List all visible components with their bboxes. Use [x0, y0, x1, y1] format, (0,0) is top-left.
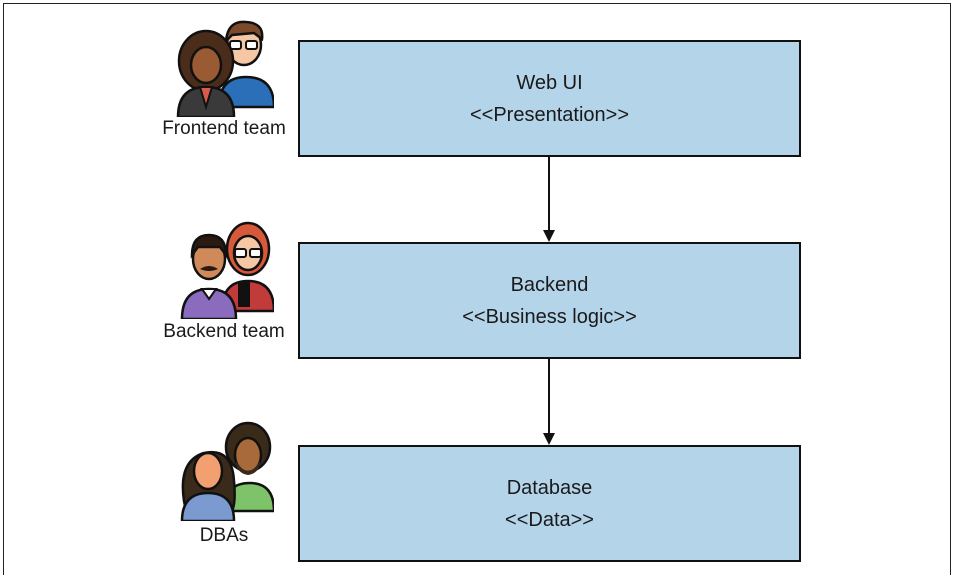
team-label: Frontend team [162, 118, 286, 139]
two-people-icon [180, 221, 274, 319]
layer-name: Web UI [516, 71, 583, 94]
layer-box-web-ui: Web UI <<Presentation>> [298, 40, 801, 157]
two-people-icon [176, 20, 274, 117]
two-people-icon [180, 421, 274, 521]
layer-stereotype: <<Data>> [505, 508, 594, 531]
arrowhead-web-to-backend [543, 230, 555, 242]
layer-name: Database [506, 476, 593, 499]
team-label: DBAs [199, 525, 249, 546]
diagram-frame [3, 3, 951, 575]
team-frontend: Frontend team [158, 17, 290, 147]
layer-box-database: Database <<Data>> [298, 445, 801, 562]
team-label: Backend team [163, 321, 285, 342]
arrow-web-to-backend [548, 157, 550, 231]
arrowhead-backend-to-database [543, 433, 555, 445]
layer-name: Backend [510, 273, 589, 296]
layer-stereotype: <<Presentation>> [469, 103, 629, 126]
layer-stereotype: <<Business logic>> [462, 305, 637, 328]
arrow-backend-to-database [548, 359, 550, 434]
team-dbas: DBAs [158, 421, 290, 551]
team-backend: Backend team [158, 219, 290, 349]
layer-box-backend: Backend <<Business logic>> [298, 242, 801, 359]
